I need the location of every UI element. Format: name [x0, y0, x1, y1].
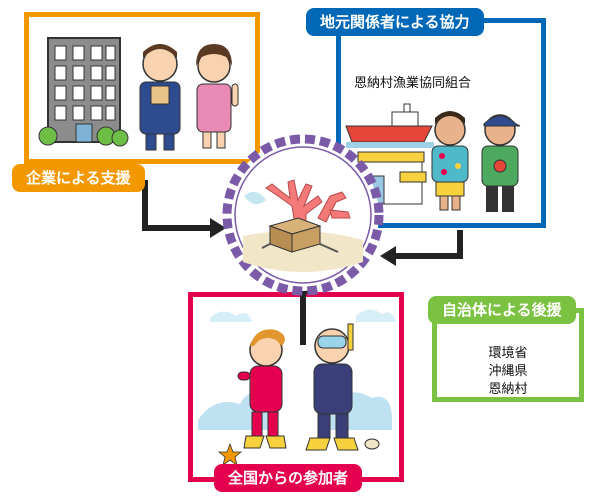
government-okinawa-prefecture: 沖縄県 [488, 364, 528, 379]
coral-planting-circle [222, 134, 384, 296]
fisherman-cap-icon [481, 114, 521, 212]
participants-label: 全国からの参加者 [214, 464, 363, 492]
coral-icon [265, 179, 351, 233]
fishery-cooperative-name: 恩納村漁業協同組合 [354, 76, 472, 91]
water-strip [346, 142, 434, 148]
sea-background [198, 309, 396, 430]
shell-icon [364, 438, 380, 450]
office-building-icon [38, 37, 129, 147]
government-onna-village: 恩納村 [488, 382, 528, 397]
starfish-icon [217, 442, 243, 466]
diver-woman-icon [237, 329, 287, 449]
arrow-head-left [210, 218, 226, 238]
local-cooperation-label: 地元関係者による協力 [306, 8, 484, 36]
fisherman-hawaiian-shirt-icon [431, 111, 469, 211]
fishing-boat-icon [345, 103, 433, 143]
arrow-corporate-to-center [142, 180, 214, 231]
diver-man-icon [305, 323, 359, 451]
businesswoman-icon [196, 44, 239, 149]
businessman-icon [139, 44, 181, 151]
corporate-support-label: 企業による支援 [12, 164, 145, 192]
government-ministry-of-environment: 環境省 [488, 346, 528, 361]
arrow-local-to-center [392, 230, 463, 259]
government-support-label: 自治体による後援 [428, 296, 576, 324]
coral-frame-box-icon [261, 217, 339, 253]
arrow-head-right [380, 246, 396, 266]
